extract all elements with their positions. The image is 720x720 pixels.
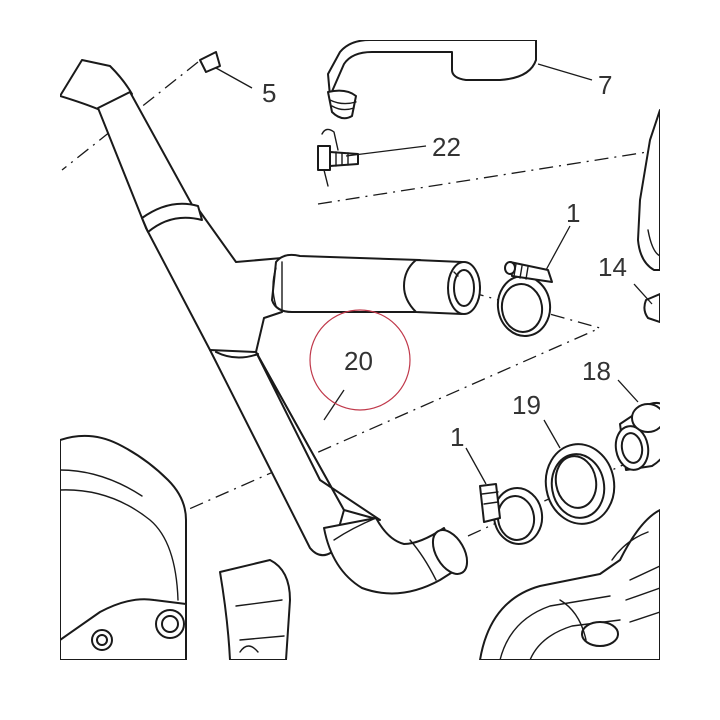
callout-18: 18 xyxy=(582,356,611,386)
highlight-circle-20 xyxy=(309,309,411,411)
leader-5 xyxy=(215,67,253,89)
leader-1-upper xyxy=(545,225,571,271)
leader-22 xyxy=(345,145,427,157)
leader-1-lower xyxy=(465,447,487,485)
part-5-fitting xyxy=(199,51,221,73)
part-22-screw xyxy=(317,128,359,187)
callout-14: 14 xyxy=(598,252,627,282)
part-18-fitting xyxy=(614,402,660,471)
callout-1-lower: 1 xyxy=(450,422,464,452)
leader-18 xyxy=(617,379,639,403)
callout-19: 19 xyxy=(512,390,541,420)
part-20-hose xyxy=(60,59,481,595)
callout-22: 22 xyxy=(432,132,461,162)
part-14-bracket xyxy=(637,109,660,323)
leader-14 xyxy=(633,283,653,305)
part-7-hose xyxy=(327,40,537,120)
leader-19 xyxy=(543,419,561,449)
leader-lines xyxy=(215,63,653,485)
callout-7: 7 xyxy=(598,70,612,100)
part-19-coupling xyxy=(544,443,616,525)
callout-1-upper: 1 xyxy=(566,198,580,228)
callout-20: 20 xyxy=(344,346,373,376)
callout-labels: 5 7 22 1 14 20 18 19 1 xyxy=(262,70,627,452)
leader-20 xyxy=(323,389,345,421)
axis-line-top-right xyxy=(317,149,660,205)
callout-5: 5 xyxy=(262,78,276,108)
leader-7 xyxy=(537,63,593,81)
part-1-hose-clamp-lower xyxy=(479,483,544,545)
engine-block xyxy=(479,509,660,660)
frame-bracket-left xyxy=(60,434,291,660)
part-1-hose-clamp-upper xyxy=(496,261,553,337)
